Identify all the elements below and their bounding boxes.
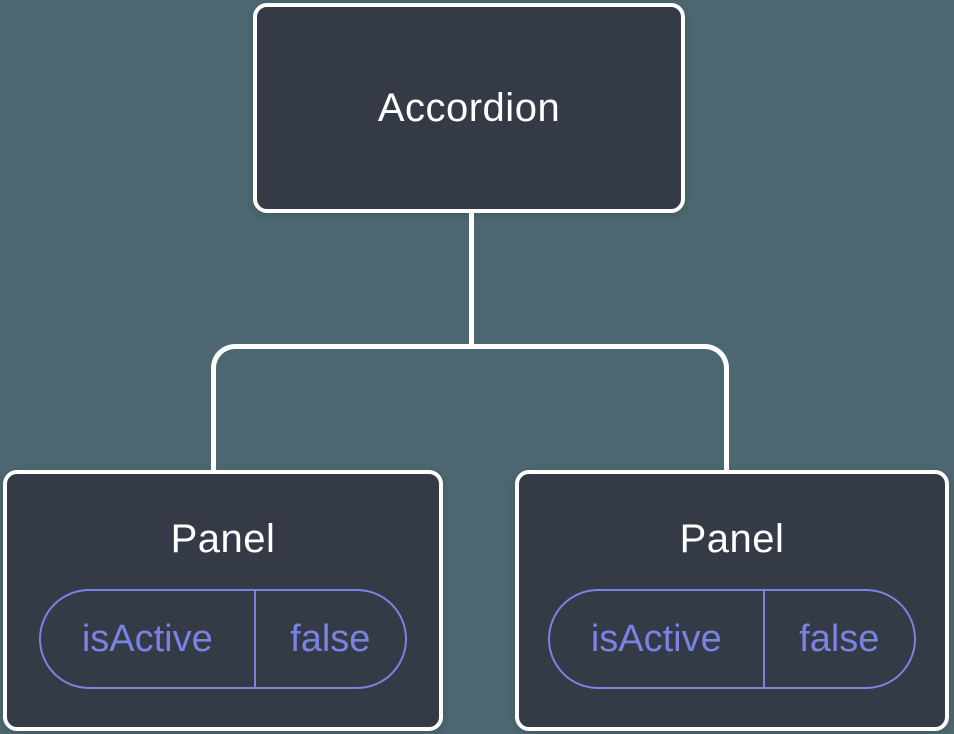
panel-left-state-pill: isActive false [39, 589, 407, 689]
panel-right-state-value: false [762, 591, 914, 687]
panel-node-left: Panel isActive false [3, 470, 443, 731]
connector-bracket [211, 344, 729, 470]
panel-right-state-key: isActive [590, 617, 722, 660]
connector-stem [469, 211, 474, 347]
panel-node-right: Panel isActive false [515, 470, 949, 731]
panel-right-state-pill: isActive false [548, 589, 916, 689]
panel-right-label: Panel [679, 517, 785, 561]
panel-left-state-key: isActive [81, 617, 213, 660]
accordion-node: Accordion [253, 3, 685, 213]
panel-left-state-value: false [253, 591, 405, 687]
accordion-node-label: Accordion [377, 85, 561, 130]
panel-left-label: Panel [170, 517, 276, 561]
